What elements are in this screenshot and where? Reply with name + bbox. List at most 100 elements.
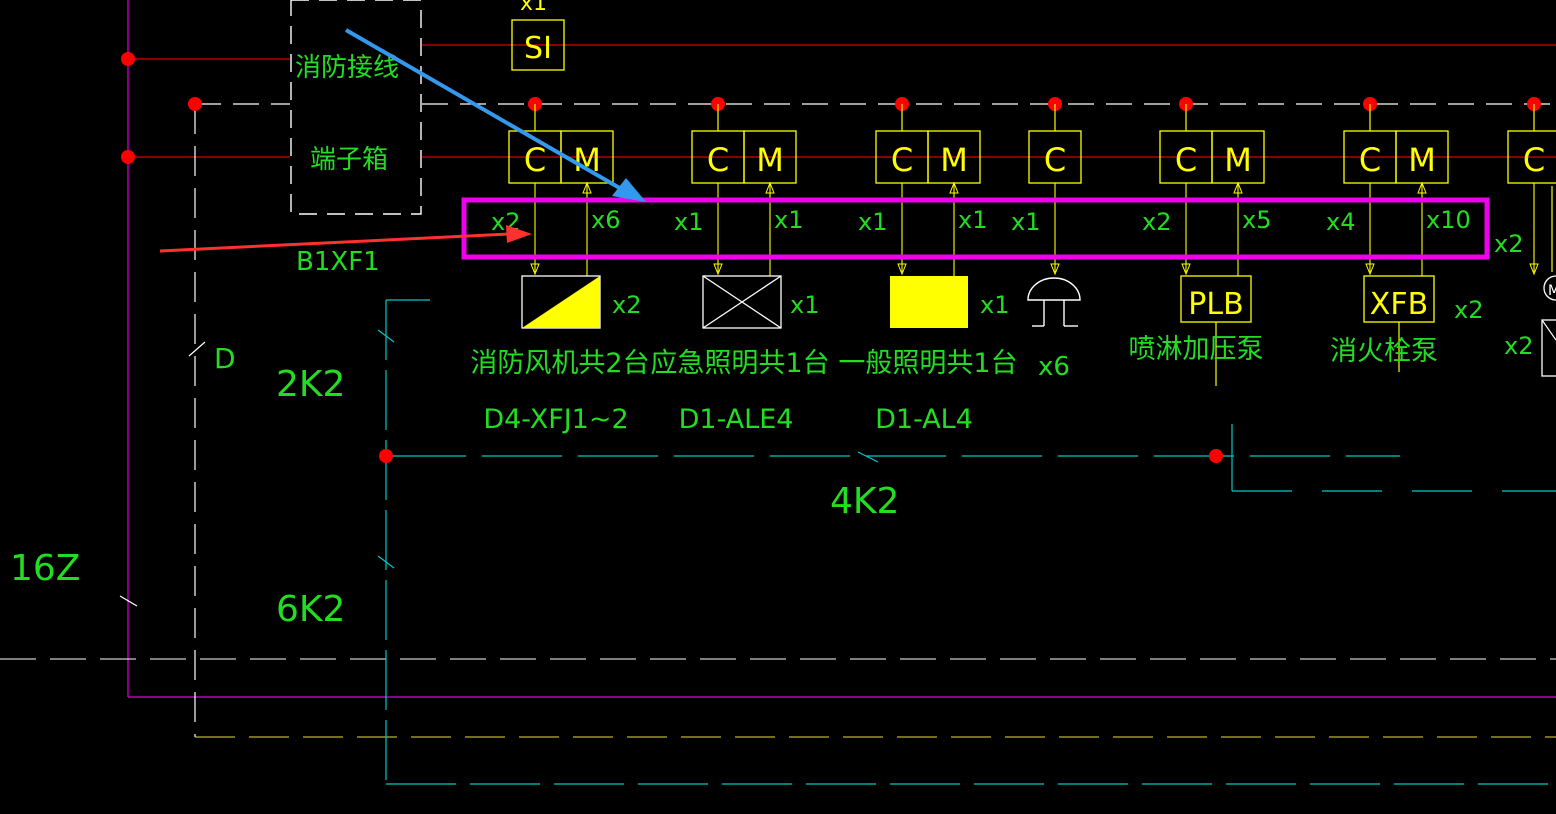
terminal-box-outline xyxy=(290,0,422,215)
module-right-count: x6 xyxy=(591,206,620,234)
m-arrow-head xyxy=(582,181,592,194)
right-edge-cross xyxy=(1541,319,1556,341)
m-label: M xyxy=(756,141,784,179)
16z-label: 16Z xyxy=(10,548,80,589)
fan-count: x2 xyxy=(612,291,641,319)
general-light-box xyxy=(890,276,968,328)
fan-name: 消防风机共2台 xyxy=(470,348,649,379)
motor-symbol xyxy=(1543,275,1556,301)
c-arrow-head xyxy=(1181,263,1191,276)
2k2-label: 2K2 xyxy=(276,364,345,405)
junction-dot xyxy=(121,150,135,164)
bell-dome xyxy=(1027,277,1081,301)
right-edge-box xyxy=(1541,319,1556,377)
blue-annotation-arrow xyxy=(344,28,632,196)
device-fire-fan[interactable]: x2 消防风机共2台 D4-XFJ1~2 xyxy=(470,275,650,435)
emergency-light-cross xyxy=(702,275,782,329)
c-label: C xyxy=(1175,141,1197,179)
device-right-edge: x2 M x2 xyxy=(1494,186,1556,377)
blue-arrow-head xyxy=(612,178,646,202)
emergency-light-box xyxy=(702,275,782,329)
c-arrow-head xyxy=(1050,263,1060,276)
junction-dot xyxy=(379,449,393,463)
xfb-label: XFB xyxy=(1370,287,1428,322)
module-right-count: x5 xyxy=(1242,206,1271,234)
device-general-light[interactable]: x1 一般照明共1台 D1-AL4 xyxy=(838,276,1018,435)
module-left-count: x1 xyxy=(1011,208,1040,236)
c-label: C xyxy=(1523,141,1545,179)
fan-code: D4-XFJ1~2 xyxy=(483,404,628,435)
c-label: C xyxy=(524,141,546,179)
m-arrow-head xyxy=(1417,181,1427,194)
right-edge-count: x2 xyxy=(1494,230,1523,258)
general-light-code: D1-AL4 xyxy=(875,404,973,435)
terminal-box-label-line2: 端子箱 xyxy=(310,145,388,175)
fan-symbol-fill xyxy=(522,276,600,328)
si-count-label: x1 xyxy=(520,0,547,16)
sprinkler-pump-name: 喷淋加压泵 xyxy=(1129,334,1264,365)
red-arrow-head xyxy=(506,225,532,243)
m-arrow-head xyxy=(1233,181,1243,194)
emergency-light-code: D1-ALE4 xyxy=(679,404,794,435)
c-arrow-head xyxy=(897,263,907,276)
c-arrow-head xyxy=(1365,263,1375,276)
device-row: x2 消防风机共2台 D4-XFJ1~2 x1 应急照明共1台 D1-ALE4 … xyxy=(470,186,1556,435)
m-label: M xyxy=(1224,141,1252,179)
motor-symbol-label: M xyxy=(1548,283,1556,299)
device-sprinkler-pump[interactable]: PLB 喷淋加压泵 xyxy=(1129,275,1264,386)
z16-contact-mark xyxy=(119,595,138,607)
c-label: C xyxy=(1359,141,1381,179)
bell-count: x6 xyxy=(1038,352,1070,382)
c-label: C xyxy=(891,141,913,179)
si-box xyxy=(511,19,565,71)
junction-dot xyxy=(188,97,202,111)
m-label: M xyxy=(1408,141,1436,179)
si-module[interactable]: x1 SI xyxy=(511,0,565,71)
junction-dot xyxy=(1209,449,1223,463)
d-contact-mark xyxy=(188,341,206,357)
emergency-light-name: 应急照明共1台 xyxy=(650,348,829,379)
m-arrow-head xyxy=(765,181,775,194)
module-right-count: x10 xyxy=(1426,206,1471,234)
general-light-name: 一般照明共1台 xyxy=(838,348,1017,379)
annotation-layer xyxy=(159,28,1490,260)
d-contact-label: D xyxy=(214,342,236,375)
plb-label: PLB xyxy=(1188,287,1243,322)
module-left-count: x1 xyxy=(674,208,703,236)
hydrant-pump-name: 消火栓泵 xyxy=(1330,336,1438,367)
m-arrow-head xyxy=(949,181,959,194)
junction-dot xyxy=(121,52,135,66)
c-label: C xyxy=(1044,141,1066,179)
hydrant-pump-count: x2 xyxy=(1454,296,1483,324)
6k2-label: 6K2 xyxy=(276,589,345,630)
c-label: C xyxy=(707,141,729,179)
magenta-highlight-box xyxy=(461,197,1490,260)
si-label: SI xyxy=(524,31,552,66)
module-group[interactable]: C xyxy=(1507,104,1556,276)
b1xf1-label: B1XF1 xyxy=(296,247,380,277)
module-right-count: x1 xyxy=(958,206,987,234)
k2-contact-4 xyxy=(857,451,879,463)
module-left-count: x2 xyxy=(1142,208,1171,236)
module-right-count: x1 xyxy=(774,206,803,234)
device-emergency-light[interactable]: x1 应急照明共1台 D1-ALE4 xyxy=(650,275,830,435)
wiring-lines xyxy=(0,0,1556,785)
4k2-label: 4K2 xyxy=(830,481,899,522)
module-left-count: x1 xyxy=(858,208,887,236)
m-label: M xyxy=(940,141,968,179)
k2-contact-2 xyxy=(377,329,395,343)
red-annotation-arrow xyxy=(159,232,511,253)
k2-contact-6 xyxy=(377,555,395,569)
device-hydrant-pump[interactable]: XFB x2 消火栓泵 xyxy=(1330,275,1483,372)
c-arrow-head xyxy=(530,263,540,276)
right-edge-bottom-count: x2 xyxy=(1504,332,1533,360)
c-arrow-head xyxy=(713,263,723,276)
device-alarm-bell[interactable]: x6 xyxy=(1027,277,1081,382)
